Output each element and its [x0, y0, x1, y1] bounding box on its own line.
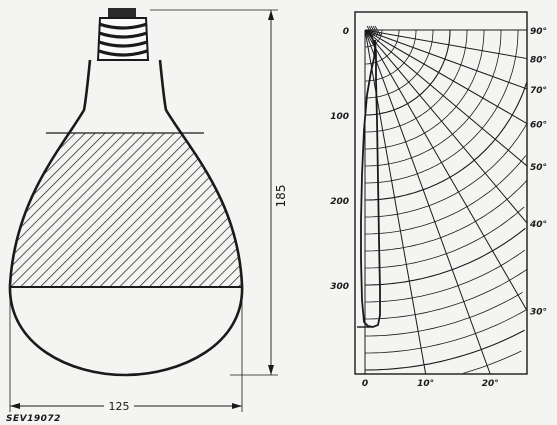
angle-label-90: 90°: [530, 27, 547, 37]
polar-arc-180: [365, 30, 519, 184]
radial-tick-300: 300: [330, 282, 349, 292]
polar-ray-40: [364, 29, 528, 224]
figure-caption: SEV19072: [6, 414, 61, 424]
polar-frame: [354, 11, 528, 375]
polar-arc-400: [364, 329, 525, 371]
polar-arc-220: [365, 123, 528, 218]
polar-arc-140: [365, 30, 485, 150]
angle-label-bottom-0: 0: [362, 379, 368, 389]
polar-arc-60: [365, 30, 417, 82]
reflector-hatch: [9, 133, 243, 287]
radial-tick-0: 0: [343, 27, 349, 37]
intensity-curve: [360, 31, 381, 328]
polar-arc-340: [365, 269, 527, 320]
width-label: 125: [109, 400, 130, 413]
polar-arc-320: [365, 249, 526, 303]
polar-grid: [357, 25, 528, 375]
polar-arc-380: [365, 309, 527, 354]
polar-ray-20: [364, 29, 491, 375]
pole-mark-3: [372, 25, 380, 37]
angle-label-80: 80°: [530, 56, 547, 66]
polar-arc-120: [365, 30, 468, 133]
polar-arc-280: [365, 206, 525, 269]
height-label: 185: [274, 185, 288, 208]
angle-label-50: 50°: [530, 163, 547, 173]
polar-arc-300: [365, 227, 526, 286]
polar-ray-30: [364, 29, 528, 311]
polar-ray-50: [364, 29, 528, 167]
polar-arc-360: [365, 291, 523, 337]
radial-tick-100: 100: [330, 112, 349, 122]
pole-mark-1: [368, 25, 376, 37]
polar-arc-80: [365, 30, 434, 99]
polar-ray-60: [364, 29, 528, 124]
screw-base: [96, 8, 150, 61]
polar-arc-20: [365, 30, 383, 48]
polar-arc-100: [365, 30, 451, 116]
angle-label-40: 40°: [529, 220, 547, 230]
angle-label-30: 30°: [530, 308, 547, 318]
angle-label-60: 60°: [530, 121, 547, 131]
angle-label-70: 70°: [530, 86, 547, 96]
polar-labels: 0 100 200 300 90° 80° 70° 60° 50° 40° 30…: [330, 27, 547, 389]
polar-arc-420: [463, 350, 522, 374]
polar-arc-200: [365, 82, 528, 201]
bulb-drawing: 185 125 SEV19072: [6, 8, 288, 424]
height-dimension: 185: [150, 9, 288, 376]
polar-ray-10: [364, 29, 427, 375]
pole-mark-0: [366, 25, 374, 37]
angle-label-bottom-10: 10°: [417, 379, 434, 389]
polar-arc-160: [365, 30, 502, 167]
bulb-outline: [8, 59, 244, 377]
radial-tick-200: 200: [330, 197, 349, 207]
pole-mark-4: [374, 25, 382, 37]
polar-arc-260: [365, 180, 527, 252]
angle-label-bottom-20: 20°: [482, 379, 499, 389]
polar-ray-70: [364, 29, 528, 90]
polar-ray-80: [364, 29, 528, 60]
polar-arc-240: [365, 155, 527, 235]
polar-diagram: 0 100 200 300 90° 80° 70° 60° 50° 40° 30…: [330, 11, 547, 389]
width-dimension: 125: [9, 290, 243, 413]
pole-mark-2: [370, 25, 378, 37]
